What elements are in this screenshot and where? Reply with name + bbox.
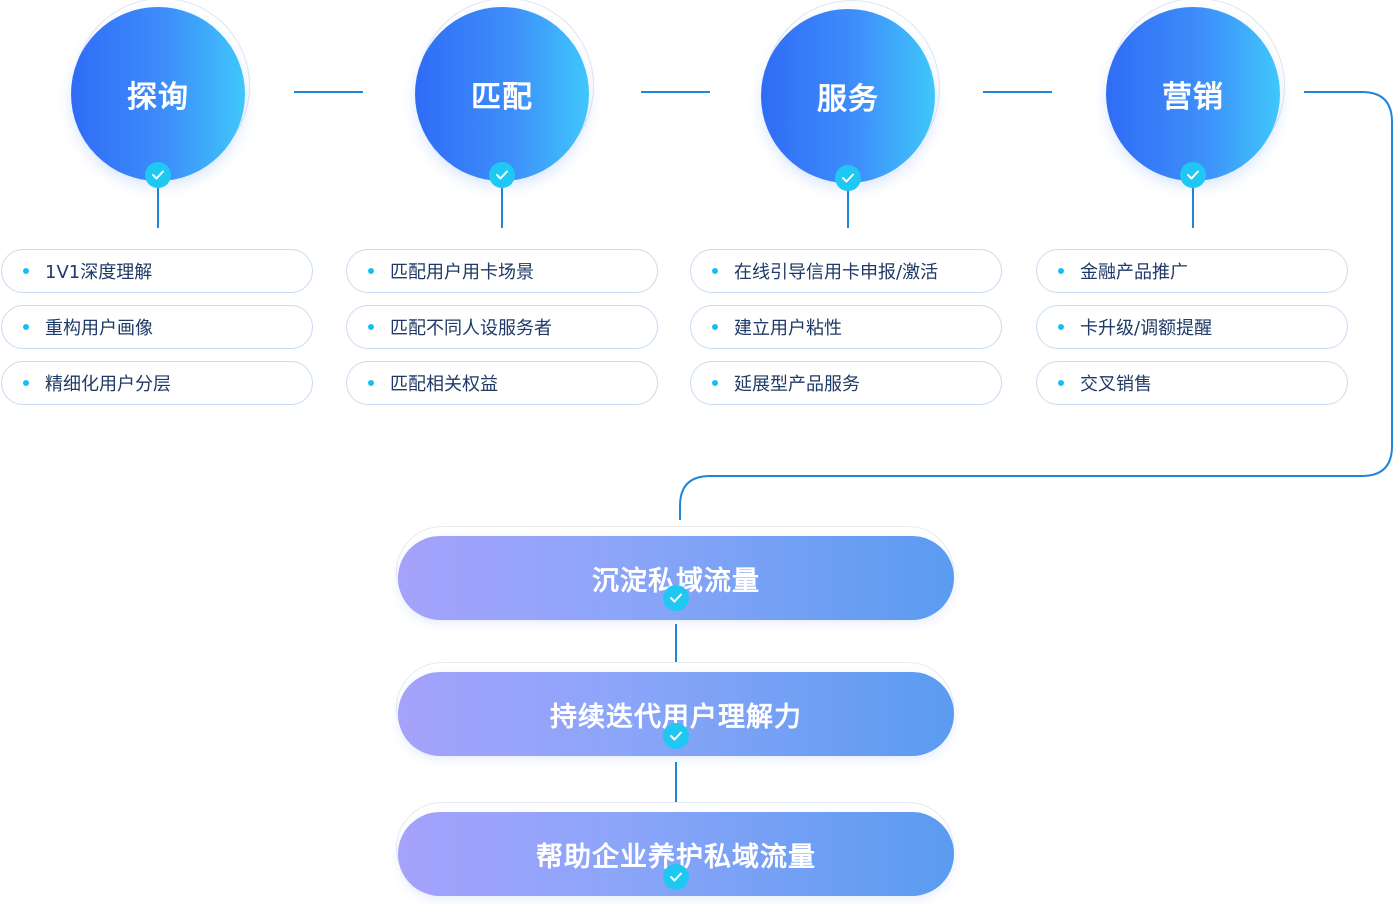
check-icon <box>1180 162 1206 188</box>
check-icon <box>835 165 861 191</box>
stage-circle-4: 营销 <box>1106 7 1280 181</box>
stage-circle-1: 探询 <box>71 7 245 181</box>
bullet-dot-icon <box>23 380 29 386</box>
stage-item-label: 在线引导信用卡申报/激活 <box>734 262 939 283</box>
bullet-dot-icon <box>1058 324 1064 330</box>
stage-circle-3: 服务 <box>761 9 935 183</box>
check-icon <box>145 162 171 188</box>
stage-item: 金融产品推广 <box>1036 249 1348 293</box>
check-icon <box>663 864 689 890</box>
stage-title: 服务 <box>817 82 879 117</box>
stage-item-label: 重构用户画像 <box>45 318 153 339</box>
stage-item-label: 卡升级/调额提醒 <box>1080 318 1213 339</box>
stage-item: 延展型产品服务 <box>690 361 1002 405</box>
stage-item-label: 金融产品推广 <box>1080 262 1188 283</box>
stage-item: 匹配不同人设服务者 <box>346 305 658 349</box>
stage-circle-2: 匹配 <box>415 7 589 181</box>
stage-item: 1V1深度理解 <box>1 249 313 293</box>
stage-item: 交叉销售 <box>1036 361 1348 405</box>
bullet-dot-icon <box>368 324 374 330</box>
stage-item: 重构用户画像 <box>1 305 313 349</box>
check-icon <box>663 723 689 749</box>
stage-item: 匹配相关权益 <box>346 361 658 405</box>
stage-item: 匹配用户用卡场景 <box>346 249 658 293</box>
stage-item: 卡升级/调额提醒 <box>1036 305 1348 349</box>
bullet-dot-icon <box>1058 268 1064 274</box>
stage-item-label: 交叉销售 <box>1080 374 1152 395</box>
stage-item: 在线引导信用卡申报/激活 <box>690 249 1002 293</box>
stage-title: 匹配 <box>471 80 533 115</box>
stage-item-label: 延展型产品服务 <box>734 374 860 395</box>
bullet-dot-icon <box>712 324 718 330</box>
bullet-dot-icon <box>23 268 29 274</box>
stage-item: 精细化用户分层 <box>1 361 313 405</box>
bullet-dot-icon <box>712 380 718 386</box>
stage-item-label: 匹配相关权益 <box>390 374 498 395</box>
stage-item-label: 精细化用户分层 <box>45 374 171 395</box>
bullet-dot-icon <box>368 380 374 386</box>
check-icon <box>489 162 515 188</box>
stage-item: 建立用户粘性 <box>690 305 1002 349</box>
stage-item-label: 匹配用户用卡场景 <box>390 262 534 283</box>
bullet-dot-icon <box>368 268 374 274</box>
bullet-dot-icon <box>1058 380 1064 386</box>
bullet-dot-icon <box>712 268 718 274</box>
stage-item-label: 1V1深度理解 <box>45 262 153 283</box>
stage-title: 营销 <box>1162 80 1224 115</box>
check-icon <box>663 585 689 611</box>
stage-item-label: 匹配不同人设服务者 <box>390 318 552 339</box>
stage-title: 探询 <box>127 80 189 115</box>
bullet-dot-icon <box>23 324 29 330</box>
stage-item-label: 建立用户粘性 <box>734 318 842 339</box>
